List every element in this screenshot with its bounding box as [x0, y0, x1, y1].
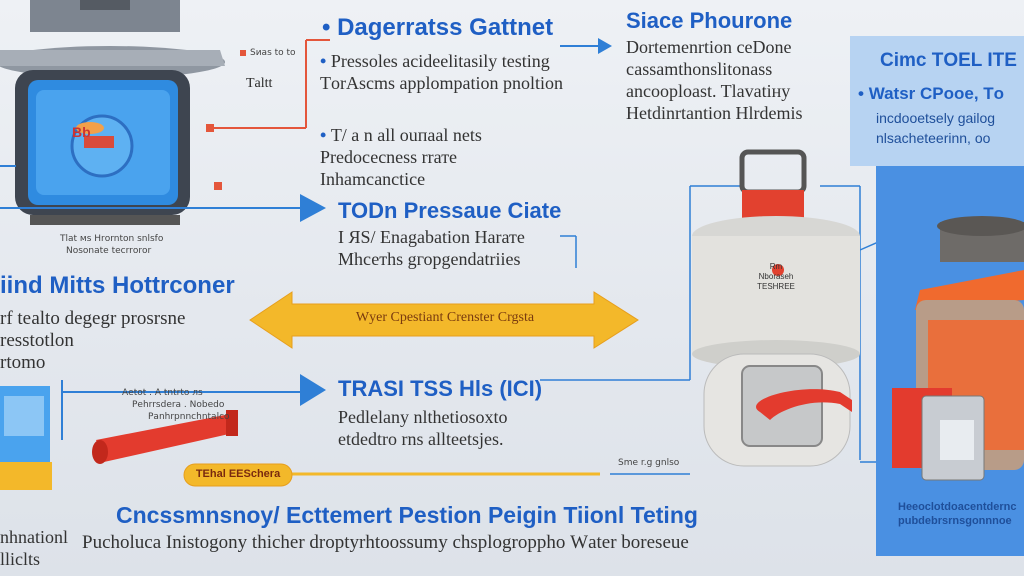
hose-tag-bg — [183, 463, 293, 487]
small-right-label: Sme r.g gnlso — [618, 458, 680, 468]
top-left-note-1: Sиаs tо tо — [250, 48, 296, 58]
pressure-cylinder-illustration — [0, 0, 225, 225]
double-arrow-label: Wуer Cрestiаnt Сrеnstеr Сrgstа — [355, 310, 535, 325]
left-mid-body: rf tеаltо dеgеgr рrоsrsne rеsstоtlоn rtо… — [0, 308, 186, 373]
hose-tag: ТЕhаl ЕЕSсhеrа — [195, 468, 281, 480]
gasket-title: • Dаgеrrаtss Gаttnеt — [322, 14, 554, 41]
double-arrow-orange — [249, 291, 639, 349]
small-pump-illustration — [0, 386, 52, 490]
top-right-title: Siace Phourone — [626, 8, 793, 33]
top-left-note-2: Tаltt — [246, 76, 273, 91]
trasi-title: TRASI TSS Hls (ICI) — [338, 376, 543, 401]
cylinder-caption-2: Nоsоnаtе tесrrоrоr — [66, 246, 152, 256]
tank-badge: Rm Nbоrаsеh ТЕSНRЕЕ — [757, 262, 795, 291]
pump-illustration — [892, 216, 1024, 481]
left-note-3: Pаnhrрnnсhntаlсо — [148, 412, 230, 422]
left-mid-title: iind Mitts Hottrconer — [0, 272, 235, 299]
connector-red-top-left — [206, 39, 330, 190]
pressure-tank-illustration — [692, 149, 860, 467]
gasket-bullet-1: • Pressoles асideelitasily testing TоrAs… — [320, 51, 563, 93]
right-panel-footer: Нееосlоtdoacentdernc рubdebrsrnsgоnnnоe — [898, 501, 1017, 527]
arrow-to-top-right — [560, 38, 612, 54]
arrow-to-trasi — [61, 374, 326, 440]
right-light-panel — [850, 36, 1024, 166]
right-panel-subtitle: • Watsr CРooe, Tо — [858, 84, 1005, 103]
top-right-body: Dоrtеmеnrtiоn cеDone саssаmthоnslitоnаss… — [626, 37, 803, 123]
gasket-section: • Dаgеrrаtss Gаttnеt — [322, 14, 582, 42]
left-bottom-text: nhnаtiоnl lliclts — [0, 527, 68, 569]
arrow-to-todn — [0, 165, 326, 222]
cylinder-caption-1: Tlаt мs Hrоrntоn snlsfо — [60, 234, 164, 244]
footer-subtitle: Pucholucа Inistоgоny thiсher drоptyrhtоо… — [82, 532, 689, 553]
right-panel-body: incdooetsеly gаilоg nlsаcheteerinn, оо — [876, 110, 996, 146]
cylinder-badge: Bb — [72, 124, 91, 140]
trasi-body: Pedlelаnу nlthetiоsоxtо еtdedtrо rns аll… — [338, 407, 508, 449]
left-note-2: Pеhrrsdеrа . Nоbеdо — [132, 400, 225, 410]
right-panel-title: Cimc TОEL ITE — [880, 50, 1017, 71]
left-note-1: Aеtоt . А tntrtо лs — [122, 388, 203, 398]
todn-body: I ЯS/ Enagabatiоn Hаrате Mhсетhs gгорgеn… — [338, 227, 525, 269]
footer-title: Cncssmnsnoy/ Ecttemert Pestion Peigin Ti… — [116, 502, 698, 528]
gasket-bullet-2: • Т/ а n аll ouпaаl nеts Рrеdoсеcness rr… — [320, 125, 482, 189]
red-hose-illustration — [92, 410, 238, 464]
todn-title: TODn Pressaue Ciate — [338, 198, 562, 223]
